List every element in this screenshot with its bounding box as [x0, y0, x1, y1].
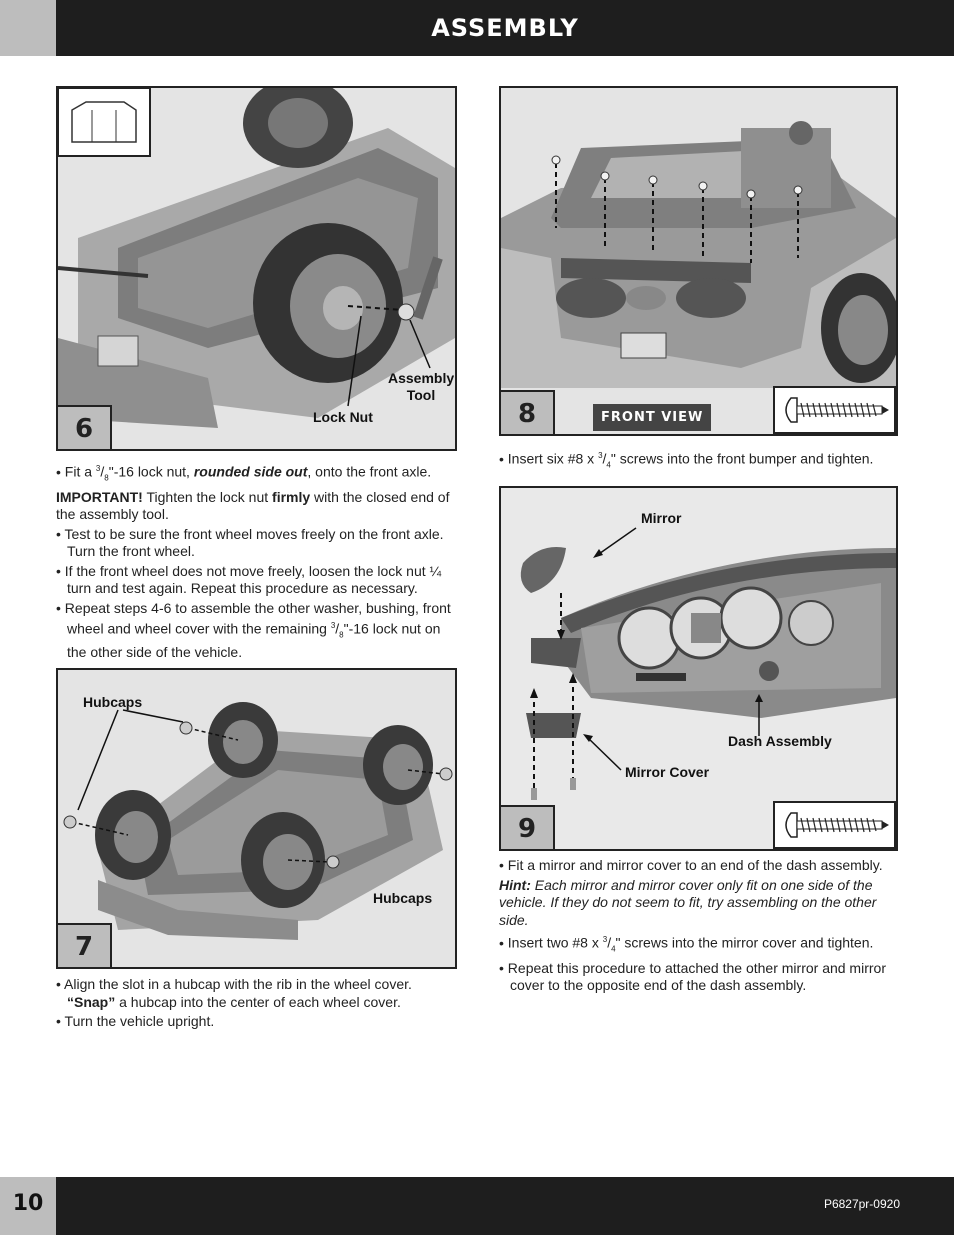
step-7-bullet-2: Turn the vehicle upright. — [56, 1013, 456, 1031]
footer-tab — [0, 1177, 56, 1235]
screw-icon — [785, 397, 889, 423]
step-9-instructions: Fit a mirror and mirror cover to an end … — [499, 857, 899, 997]
step-9-figure: Mirror Dash Assembly Mirror Cover 9 — [499, 486, 898, 851]
header-bar: ASSEMBLY — [56, 0, 954, 56]
step-9-bullet-3: Repeat this procedure to attached the ot… — [499, 960, 899, 995]
document-code: P6827pr-0920 — [823, 1197, 900, 1211]
callout-dash-assembly: Dash Assembly — [728, 733, 832, 749]
step-9-screw-box — [773, 801, 896, 849]
callout-assembly-tool-label: Assembly Tool — [388, 370, 455, 403]
step-8-number: 8 — [501, 390, 555, 434]
callout-mirror: Mirror — [641, 510, 682, 526]
footer-bar — [56, 1177, 954, 1235]
step-6-bullet-2: Test to be sure the front wheel moves fr… — [56, 526, 456, 561]
step-9-bullet-2: Insert two #8 x 3/4" screws into the mir… — [499, 931, 899, 958]
page-title: ASSEMBLY — [431, 14, 579, 42]
step-6-bullet-3: If the front wheel does not move freely,… — [56, 563, 456, 598]
callout-lock-nut: Lock Nut — [313, 409, 373, 425]
header-tab — [0, 0, 56, 56]
callout-mirror-cover: Mirror Cover — [625, 764, 710, 780]
step-8-bullet-1: Insert six #8 x 3/4" screws into the fro… — [499, 447, 899, 474]
step-6-figure: Assembly Tool Lock Nut 6 — [56, 86, 457, 451]
screw-icon — [785, 812, 889, 838]
step-7-figure: Hubcaps Hubcaps 7 — [56, 668, 457, 969]
page-number: 10 — [12, 1191, 44, 1216]
step-9-illustration — [501, 488, 896, 849]
step-7-illustration — [58, 670, 455, 967]
front-view-label: FRONT VIEW — [593, 404, 712, 431]
callout-hubcaps-top: Hubcaps — [83, 694, 143, 710]
step-8-screw-box — [773, 386, 896, 434]
step-7-bullet-1: Align the slot in a hubcap with the rib … — [56, 976, 456, 1011]
step-6-important-note: IMPORTANT! Tighten the lock nut firmly w… — [56, 488, 450, 523]
step-6-number: 6 — [58, 405, 112, 449]
step-6-bullet-4: Repeat steps 4-6 to assemble the other w… — [56, 600, 456, 662]
step-8-figure: 8 FRONT VIEW — [499, 86, 898, 436]
callout-assembly-tool: Assembly Tool — [388, 370, 454, 404]
step-7-number: 7 — [58, 923, 112, 967]
step-8-instructions: Insert six #8 x 3/4" screws into the fro… — [499, 447, 899, 476]
step-6-instructions: Fit a 3/8"-16 lock nut, rounded side out… — [56, 460, 456, 664]
step-7-instructions: Align the slot in a hubcap with the rib … — [56, 976, 456, 1033]
step-6-bullet-1: Fit a 3/8"-16 lock nut, rounded side out… — [56, 460, 456, 487]
step-9-bullet-1: Fit a mirror and mirror cover to an end … — [499, 857, 899, 875]
step-8-illustration — [501, 88, 896, 434]
step-9-hint: Hint: Each mirror and mirror cover only … — [499, 876, 877, 928]
step-6-illustration — [58, 88, 455, 449]
step-9-number: 9 — [501, 805, 555, 849]
callout-hubcaps-bottom: Hubcaps — [373, 890, 433, 906]
